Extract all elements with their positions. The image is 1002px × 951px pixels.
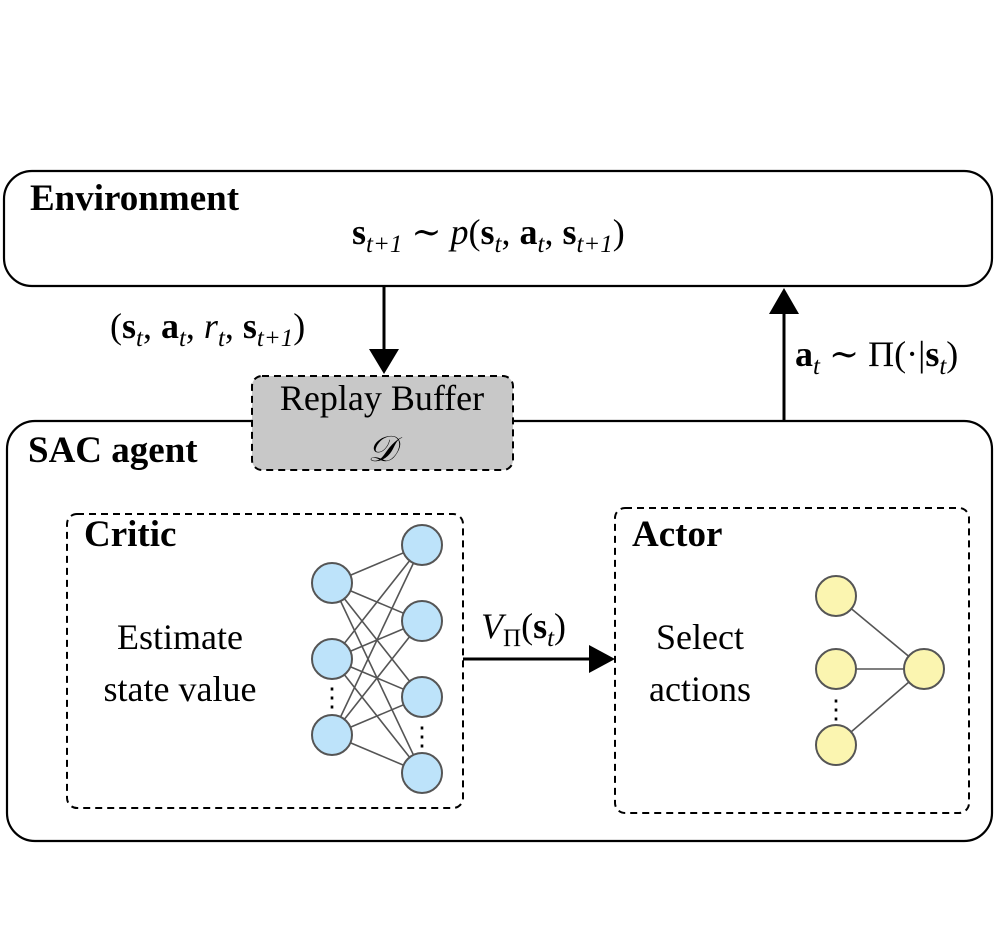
critic-hidden-node xyxy=(401,752,443,794)
critic-box xyxy=(66,513,464,809)
value-arrowhead xyxy=(589,645,615,673)
actor-input-ellipsis: ⋮ xyxy=(823,695,849,724)
environment-transition: st+1 ∼ p(st, at, st+1) xyxy=(352,212,625,258)
action-arrowhead xyxy=(769,288,799,314)
critic-hidden-node xyxy=(401,600,443,642)
transition-tuple-label: (st, at, rt, st+1) xyxy=(110,306,305,352)
actor-description-line1: Select xyxy=(656,617,744,657)
critic-hidden-node xyxy=(401,676,443,718)
critic-network-nodes xyxy=(311,524,443,794)
actor-title: Actor xyxy=(632,514,722,555)
actor-description-line2: actions xyxy=(649,669,751,709)
critic-input-node xyxy=(311,562,353,604)
environment-title: Environment xyxy=(30,178,240,219)
environment-box xyxy=(2,169,994,288)
replay-buffer-box xyxy=(251,375,514,471)
value-label: VΠ(st) xyxy=(481,606,566,652)
actor-box xyxy=(614,507,970,814)
agent-title: SAC agent xyxy=(28,430,198,471)
critic-input-ellipsis: ⋮ xyxy=(319,683,345,712)
action-label: at ∼ Π(·|st) xyxy=(795,334,958,380)
critic-input-node xyxy=(311,714,353,756)
replay-buffer-title: Replay Buffer xyxy=(280,378,484,418)
actor-input-node xyxy=(815,575,857,617)
critic-description-line1: Estimate xyxy=(117,617,243,657)
critic-title: Critic xyxy=(84,514,176,555)
critic-hidden-ellipsis: ⋮ xyxy=(409,722,435,751)
critic-input-node xyxy=(311,638,353,680)
actor-input-node xyxy=(815,724,857,766)
actor-input-node xyxy=(815,648,857,690)
transition-arrowhead xyxy=(369,349,399,374)
critic-hidden-node xyxy=(401,524,443,566)
actor-network-nodes xyxy=(815,575,945,766)
actor-output-node xyxy=(903,648,945,690)
critic-description-line2: state value xyxy=(104,669,257,709)
